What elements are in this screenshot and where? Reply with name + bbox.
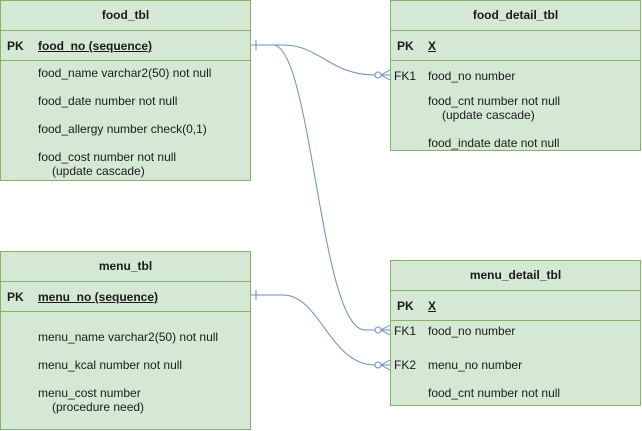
food-tbl-field-allergy: food_allergy number check(0,1) (38, 122, 207, 136)
menu-tbl-field-cost: menu_cost number (procedure need) (38, 386, 144, 414)
food-tbl-pk-label: PK (7, 39, 24, 53)
food-tbl-field-cost-note: (update cascade) (52, 164, 145, 178)
food-tbl-field-name: food_name varchar2(50) not null (38, 66, 212, 80)
food-detail-tbl-field-cnt-text: food_cnt number not null (428, 94, 561, 108)
menu-detail-tbl-pk-row: PK X (391, 291, 640, 321)
menu-detail-tbl-field-menu-no: menu_no number (428, 358, 523, 372)
food-detail-tbl-entity[interactable]: food_detail_tbl PK X FK1 food_no number … (390, 0, 641, 151)
menu-tbl-title: menu_tbl (1, 252, 250, 282)
food-tbl-field-cost: food_cost number not null (update cascad… (38, 150, 176, 178)
menu-detail-tbl-field-cnt: food_cnt number not null (428, 386, 561, 400)
link-menu-to-menu-detail (251, 294, 390, 366)
many-marker-menu-detail-fk1 (374, 324, 391, 336)
food-detail-tbl-pk-field: X (428, 39, 437, 53)
many-marker-menu-detail-fk2 (374, 359, 391, 371)
food-detail-tbl-pk-row: PK X (391, 31, 640, 61)
menu-detail-tbl-pk-field: X (428, 299, 437, 313)
menu-tbl-field-cost-text: menu_cost number (38, 386, 141, 400)
menu-detail-tbl-title: menu_detail_tbl (391, 261, 640, 291)
link-food-to-menu-detail (251, 44, 390, 331)
menu-detail-tbl-field-food-no: food_no number (428, 324, 516, 338)
menu-tbl-field-name: menu_name varchar2(50) not null (38, 330, 219, 344)
food-detail-tbl-title: food_detail_tbl (391, 1, 640, 31)
menu-detail-tbl-entity[interactable]: menu_detail_tbl PK X FK1 food_no number … (390, 260, 641, 406)
food-tbl-pk-field: food_no (sequence) (38, 39, 153, 53)
menu-tbl-pk-field: menu_no (sequence) (38, 290, 159, 304)
food-tbl-field-date: food_date number not null (38, 94, 178, 108)
food-tbl-pk-row: PK food_no (sequence) (1, 31, 250, 61)
menu-tbl-entity[interactable]: menu_tbl PK menu_no (sequence) menu_name… (0, 251, 251, 430)
menu-tbl-field-kcal: menu_kcal number not null (38, 358, 183, 372)
link-food-to-food-detail (251, 44, 390, 76)
food-detail-tbl-field-cnt: food_cnt number not null (update cascade… (428, 94, 560, 122)
food-detail-tbl-pk-label: PK (397, 39, 414, 53)
food-detail-tbl-field-indate: food_indate date not null (428, 136, 560, 150)
food-tbl-title: food_tbl (1, 1, 250, 31)
food-tbl-field-cost-text: food_cost number not null (38, 150, 177, 164)
many-marker-food-detail-fk1 (374, 69, 391, 81)
food-detail-tbl-field-food-no: food_no number (428, 69, 516, 83)
menu-detail-tbl-fk2-label: FK2 (394, 358, 417, 372)
food-detail-tbl-fk1-label: FK1 (394, 69, 417, 83)
menu-tbl-pk-label: PK (7, 290, 24, 304)
menu-tbl-field-cost-note: (procedure need) (52, 400, 145, 414)
menu-tbl-pk-row: PK menu_no (sequence) (1, 282, 250, 312)
food-detail-tbl-field-cnt-note: (update cascade) (442, 108, 535, 122)
menu-detail-tbl-pk-label: PK (397, 299, 414, 313)
menu-detail-tbl-fk1-label: FK1 (394, 324, 417, 338)
food-tbl-entity[interactable]: food_tbl PK food_no (sequence) food_name… (0, 0, 251, 181)
